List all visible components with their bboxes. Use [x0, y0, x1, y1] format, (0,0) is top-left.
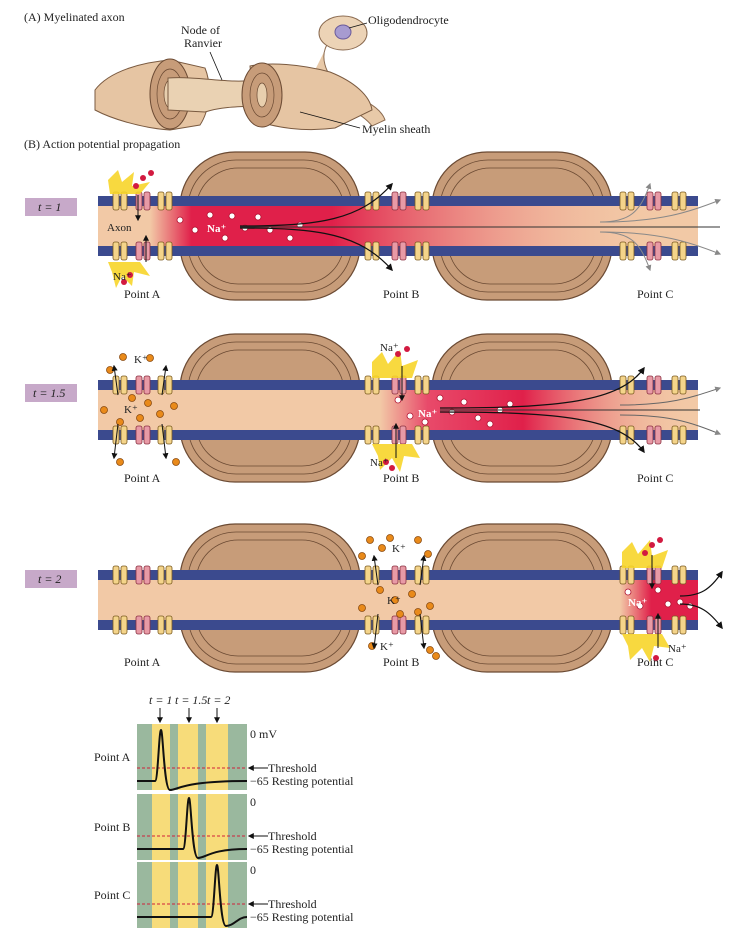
myelin-sheath-label: Myelin sheath — [362, 122, 430, 136]
point-c-label-t1: Point C — [637, 287, 673, 301]
point-a-label-t1: Point A — [124, 287, 161, 301]
trace-c-name: Point C — [94, 888, 130, 902]
na-label-bottom-t1-5: Na⁺ — [370, 457, 389, 469]
trace-time-label-2: t = 1.5 — [175, 693, 207, 707]
na-current-wave — [150, 204, 670, 248]
row-t2 — [98, 523, 723, 673]
trace-a-name: Point A — [94, 750, 131, 764]
k-label-mid-t1-5: K⁺ — [124, 404, 138, 416]
trace-a-threshold: Threshold — [268, 761, 317, 775]
na-label-wave-t1-5: Na⁺ — [418, 408, 437, 420]
time-badge-t1 — [25, 198, 77, 216]
row-t1-5 — [98, 333, 722, 483]
time-markers: t = 1 t = 1.5 t = 2 — [149, 693, 230, 724]
na-label-wave-t2: Na⁺ — [628, 597, 647, 609]
action-potential-trace-b — [137, 796, 248, 860]
trace-time-label-3: t = 2 — [207, 693, 230, 707]
time-badge-t1-5-label: t = 1.5 — [33, 386, 65, 400]
k-label-mid-t2: K⁺ — [387, 595, 401, 607]
k-label-top-t1-5: K⁺ — [134, 354, 148, 366]
point-b-label-t2: Point B — [383, 655, 419, 669]
oligodendrocyte-nucleus — [334, 24, 352, 40]
trace-a-top-value: 0 mV — [250, 727, 277, 741]
trace-b-resting: −65 Resting potential — [250, 842, 354, 856]
trace-c-resting: −65 Resting potential — [250, 910, 354, 924]
trace-a-resting: −65 Resting potential — [250, 774, 354, 788]
time-badge-t1-label: t = 1 — [38, 200, 61, 214]
time-badge-t2-label: t = 2 — [38, 572, 61, 586]
point-a-label-t2: Point A — [124, 655, 161, 669]
trace-panel-c — [137, 862, 248, 928]
time-badge-t2 — [25, 570, 77, 588]
oligodendrocyte-label: Oligodendrocyte — [368, 13, 449, 27]
point-a-label-t1-5: Point A — [124, 471, 161, 485]
axon-label: Axon — [107, 222, 132, 234]
na-label-bottom-t1: Na⁺ — [113, 271, 132, 283]
na-label-bottom-t2: Na⁺ — [668, 643, 687, 655]
point-b-label-t1-5: Point B — [383, 471, 419, 485]
spark-top-a — [108, 170, 150, 194]
k-label-top-t2: K⁺ — [392, 543, 406, 555]
action-potential-trace-c — [137, 863, 248, 928]
trace-panel-a — [137, 724, 248, 792]
panel-a-title: (A) Myelinated axon — [24, 10, 125, 24]
trace-time-label-1: t = 1 — [149, 693, 172, 707]
trace-b-name: Point B — [94, 820, 130, 834]
time-badge-t1-5 — [25, 384, 77, 402]
point-c-label-t1-5: Point C — [637, 471, 673, 485]
node-of-ranvier-label-1: Node of — [181, 23, 220, 37]
myelinated-axon-illustration — [94, 15, 386, 131]
trace-b-top-value: 0 — [250, 795, 256, 809]
na-label-top-t1-5: Na⁺ — [380, 342, 399, 354]
trace-panel-b — [137, 794, 248, 860]
trace-b-threshold: Threshold — [268, 829, 317, 843]
panel-b-title: (B) Action potential propagation — [24, 137, 180, 151]
trace-c-top-value: 0 — [250, 863, 256, 877]
k-label-bottom-t2: K⁺ — [380, 641, 394, 653]
row-t1 — [98, 151, 722, 301]
point-c-label-t2: Point C — [637, 655, 673, 669]
point-b-label-t1: Point B — [383, 287, 419, 301]
trace-c-threshold: Threshold — [268, 897, 317, 911]
node-of-ranvier-label-2: Ranvier — [184, 36, 222, 50]
action-potential-trace-a — [137, 728, 248, 792]
na-label-wave-t1: Na⁺ — [207, 223, 226, 235]
